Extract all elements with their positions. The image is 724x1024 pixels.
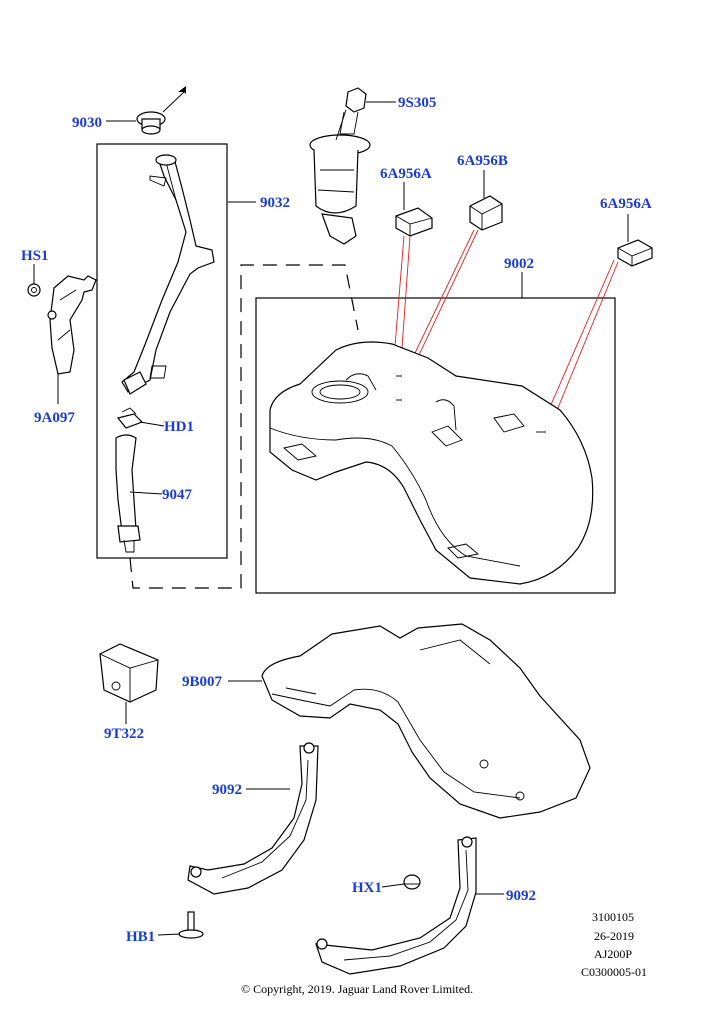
callout-9b007: 9B007 xyxy=(182,674,223,690)
fuel-tank-part xyxy=(269,341,594,585)
fuel-pump-module-part xyxy=(309,87,371,245)
callout-9s305: 9S305 xyxy=(398,95,436,111)
callout-9092-left: 9092 xyxy=(212,782,242,798)
filler-pipe-part xyxy=(121,154,215,395)
tank-heat-shield-part xyxy=(261,623,591,819)
callout-hs1: HS1 xyxy=(21,248,49,264)
tank-strap-left-part xyxy=(187,742,319,895)
callout-9030: 9030 xyxy=(72,115,102,131)
meta-line-2: 26-2019 xyxy=(594,929,634,943)
callout-hx1: HX1 xyxy=(352,880,382,896)
callout-9047: 9047 xyxy=(162,487,193,503)
filler-pipe-assembly-box xyxy=(96,143,228,559)
pad-6a956b-part xyxy=(469,195,503,231)
filler-cap-part xyxy=(136,86,186,135)
callout-9t322: 9T322 xyxy=(104,726,144,742)
bolt-hb1-part xyxy=(178,911,204,939)
callout-9a097: 9A097 xyxy=(34,410,75,426)
callout-6a956b: 6A956B xyxy=(457,153,508,169)
copyright-notice: © Copyright, 2019. Jaguar Land Rover Lim… xyxy=(241,982,473,996)
fuel-tank-assembly-box xyxy=(255,297,616,594)
callout-9092-right: 9092 xyxy=(506,888,536,904)
assembly-link-dashed-line xyxy=(129,264,359,589)
callout-9002: 9002 xyxy=(504,256,534,272)
hose-clamp-part xyxy=(116,407,144,429)
nut-hs1-part xyxy=(27,283,41,297)
callout-hd1: HD1 xyxy=(164,419,194,435)
nut-hx1-part xyxy=(403,874,421,890)
meta-line-1: 3100105 xyxy=(592,910,634,924)
pad-6a956a-right-part xyxy=(617,239,653,267)
tank-strap-right-part xyxy=(315,836,477,975)
heat-shield-bracket-part xyxy=(47,275,97,375)
filler-hose-part xyxy=(115,434,141,553)
bracket-9t322-part xyxy=(99,643,159,703)
meta-line-3: AJ200P xyxy=(594,947,632,961)
pad-6a956a-left-part xyxy=(395,207,433,237)
meta-line-4: C0300005-01 xyxy=(581,965,647,979)
callout-6a956a-left: 6A956A xyxy=(380,166,432,182)
callout-hb1: HB1 xyxy=(126,929,155,945)
callout-6a956a-right: 6A956A xyxy=(600,196,652,212)
callout-9032: 9032 xyxy=(260,195,290,211)
